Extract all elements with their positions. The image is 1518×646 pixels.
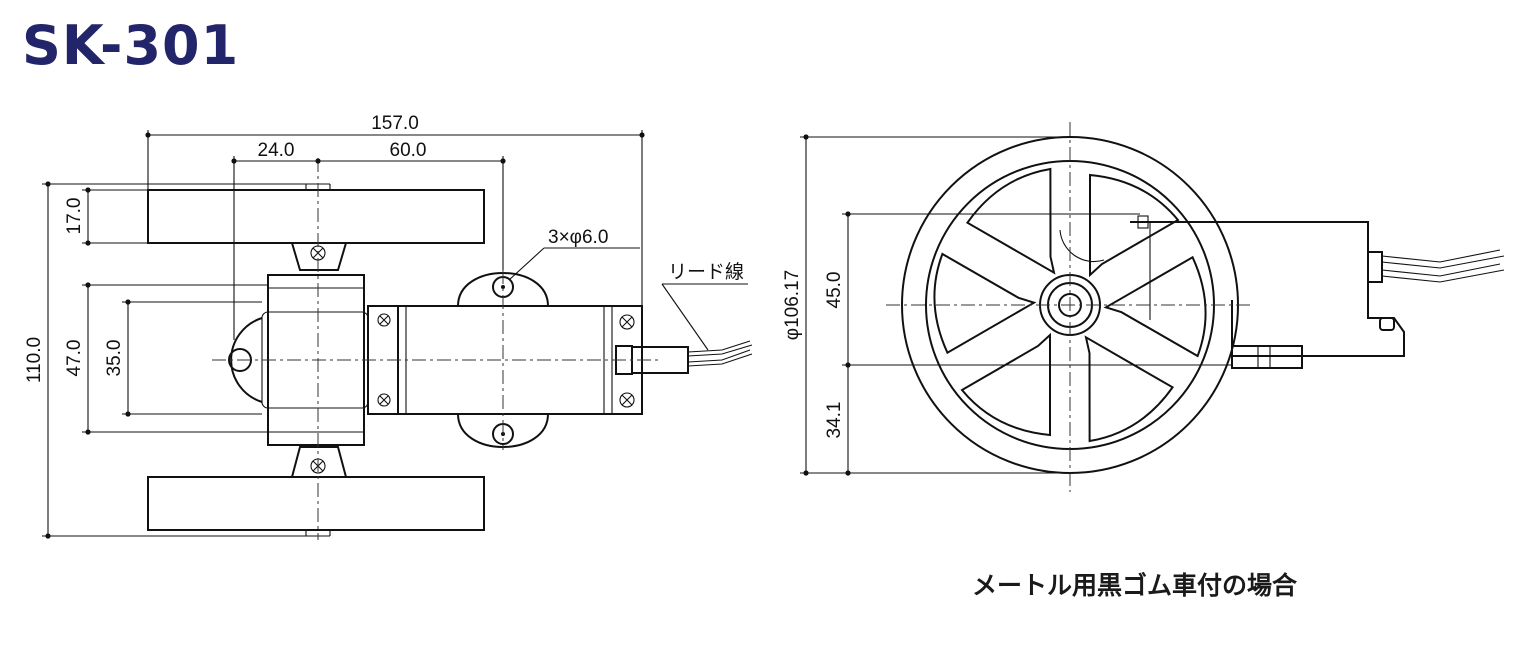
side-body bbox=[1130, 221, 1405, 357]
model-title: SK-301 bbox=[22, 14, 240, 77]
dim-offset-a: 24.0 bbox=[258, 140, 295, 161]
upper-wheel bbox=[147, 189, 485, 244]
lower-bracket bbox=[291, 446, 347, 478]
dim-holes: 3×φ6.0 bbox=[548, 227, 608, 248]
figure-caption: メートル用黒ゴム車付の場合 bbox=[972, 571, 1298, 600]
dim-overall-length: 157.0 bbox=[371, 113, 419, 134]
top-view: 157.0 24.0 60.0 110.0 17.0 47.0 35.0 bbox=[24, 113, 753, 540]
side-view: φ106.17 45.0 34.1 bbox=[782, 122, 1505, 492]
lead-wire-label: リード線 bbox=[668, 261, 744, 283]
lower-wheel bbox=[147, 476, 485, 531]
upper-bracket bbox=[291, 242, 347, 271]
dim-offset-b: 60.0 bbox=[390, 140, 427, 161]
dim-lower-height: 34.1 bbox=[824, 402, 845, 439]
wheel-spokes bbox=[933, 167, 1207, 443]
side-base bbox=[1231, 345, 1303, 369]
dim-wheel-width: 17.0 bbox=[64, 198, 85, 235]
dim-mount-spacing: 35.0 bbox=[104, 340, 125, 377]
dim-wheel-diameter: φ106.17 bbox=[782, 270, 803, 340]
dim-upper-height: 45.0 bbox=[824, 272, 845, 309]
dim-overall-height: 110.0 bbox=[24, 337, 45, 383]
dim-body-height: 47.0 bbox=[64, 340, 85, 377]
